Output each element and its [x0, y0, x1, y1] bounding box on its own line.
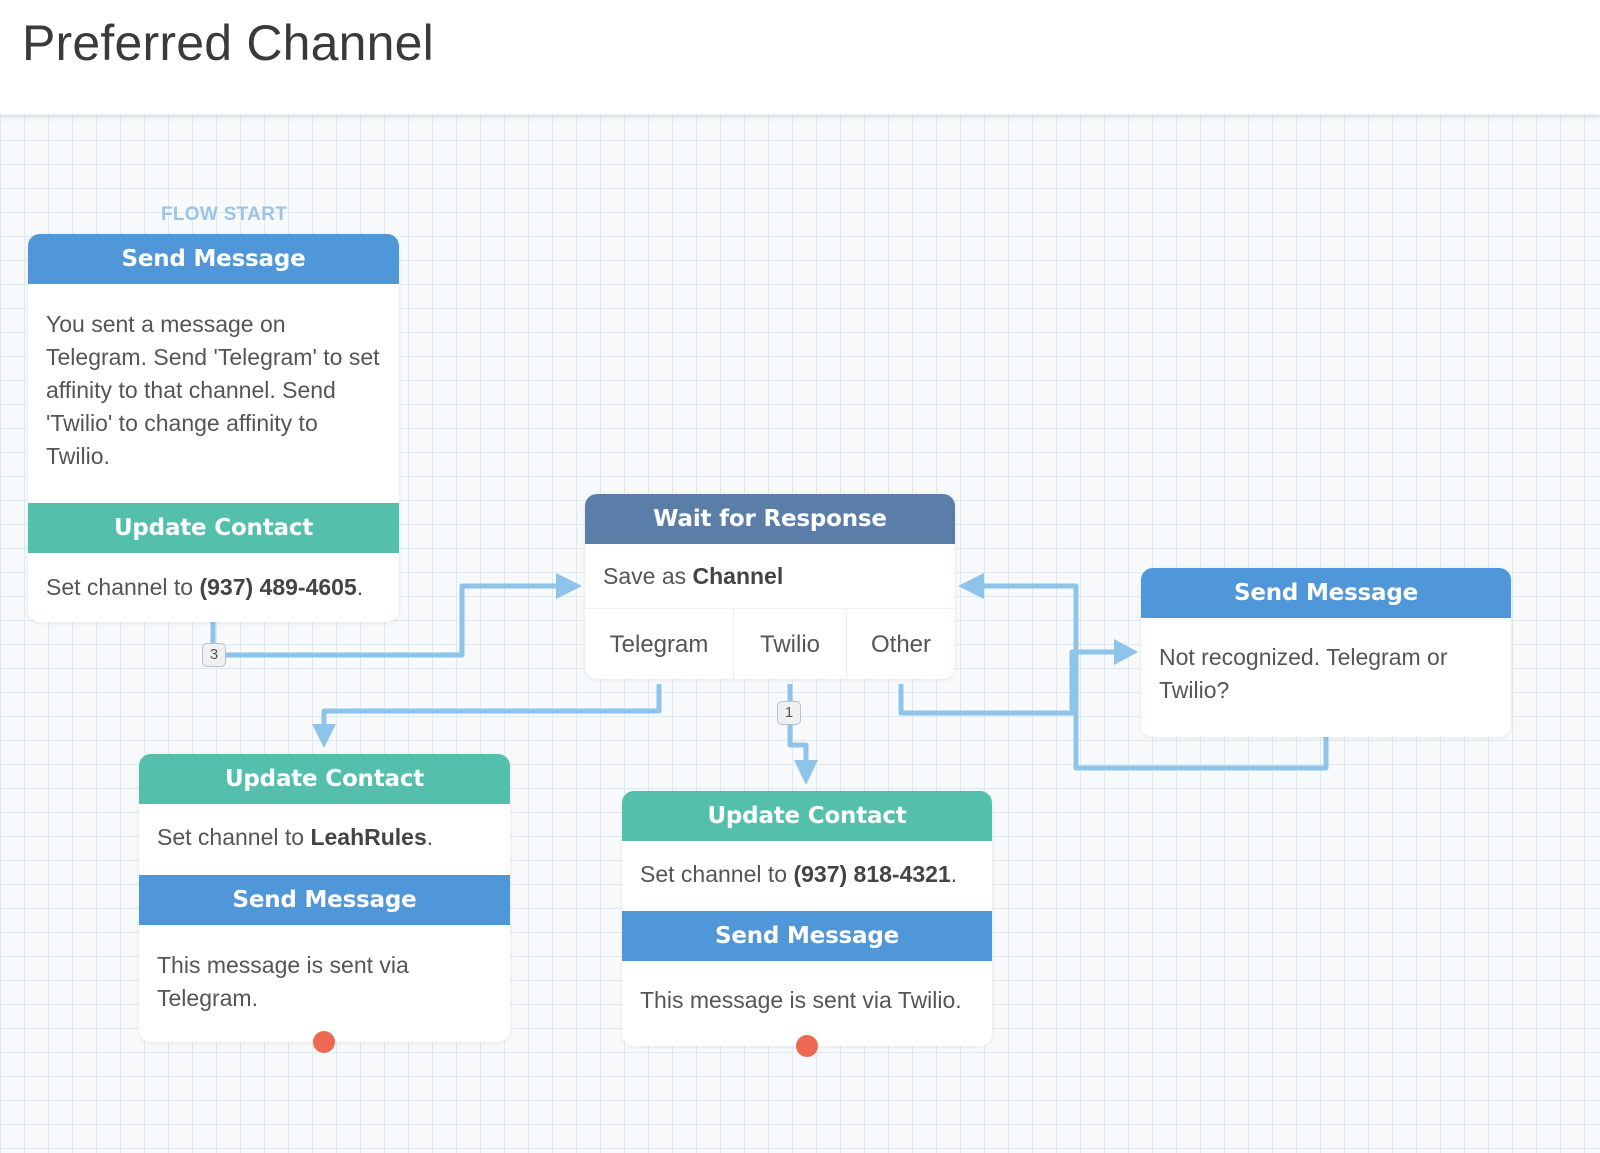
- telegram-send-message-header[interactable]: Send Message: [139, 875, 510, 925]
- start-update-prefix: Set channel to: [46, 574, 200, 600]
- twilio-update-suffix: .: [950, 861, 958, 887]
- wait-save-prefix: Save as: [603, 563, 693, 589]
- twilio-terminal-dot[interactable]: [796, 1035, 818, 1057]
- start-update-contact-header[interactable]: Update Contact: [28, 503, 399, 553]
- telegram-send-message-text: This message is sent via Telegram.: [157, 952, 409, 1011]
- telegram-terminal-dot[interactable]: [313, 1031, 335, 1053]
- start-exit-count-badge: 3: [202, 643, 226, 667]
- telegram-update-prefix: Set channel to: [157, 824, 311, 850]
- start-update-suffix: .: [356, 574, 364, 600]
- start-send-message-text: You sent a message on Telegram. Send 'Te…: [46, 311, 380, 469]
- not-recognized-node[interactable]: Send Message Not recognized. Telegram or…: [1141, 568, 1511, 737]
- wait-save-as: Save as Channel: [585, 544, 955, 608]
- not-recognized-header[interactable]: Send Message: [1141, 568, 1511, 618]
- telegram-update-suffix: .: [426, 824, 434, 850]
- wait-for-response-node[interactable]: Wait for Response Save as Channel Telegr…: [585, 494, 955, 681]
- telegram-branch-node[interactable]: Update Contact Set channel to LeahRules.…: [139, 754, 510, 1042]
- twilio-branch-node[interactable]: Update Contact Set channel to (937) 818-…: [622, 791, 992, 1046]
- twilio-update-contact-header[interactable]: Update Contact: [622, 791, 992, 841]
- wait-for-response-header[interactable]: Wait for Response: [585, 494, 955, 544]
- start-send-message-header[interactable]: Send Message: [28, 234, 399, 284]
- flow-start-label: FLOW START: [161, 204, 288, 225]
- not-recognized-text: Not recognized. Telegram or Twilio?: [1159, 644, 1448, 703]
- wait-exits: Telegram Twilio Other: [585, 608, 955, 681]
- telegram-update-contact-text: Set channel to LeahRules.: [139, 804, 510, 875]
- exit-twilio[interactable]: Twilio: [734, 609, 847, 681]
- telegram-update-value: LeahRules: [310, 824, 427, 850]
- twilio-update-value: (937) 818-4321: [793, 861, 951, 887]
- twilio-update-contact-text: Set channel to (937) 818-4321.: [622, 841, 992, 911]
- exit-other[interactable]: Other: [870, 631, 932, 658]
- start-node[interactable]: Send Message You sent a message on Teleg…: [28, 234, 399, 622]
- twilio-exit-count-badge: 1: [777, 701, 801, 725]
- start-update-value: (937) 489-4605: [199, 574, 357, 600]
- header: Preferred Channel: [0, 0, 1600, 114]
- wait-save-value: Channel: [692, 563, 784, 589]
- twilio-update-prefix: Set channel to: [640, 861, 794, 887]
- telegram-update-contact-header[interactable]: Update Contact: [139, 754, 510, 804]
- page-title: Preferred Channel: [22, 15, 434, 71]
- twilio-send-message-text: This message is sent via Twilio.: [640, 987, 962, 1013]
- exit-telegram[interactable]: Telegram: [585, 609, 734, 681]
- start-update-contact-text: Set channel to (937) 489-4605.: [28, 553, 399, 604]
- twilio-send-message-header[interactable]: Send Message: [622, 911, 992, 961]
